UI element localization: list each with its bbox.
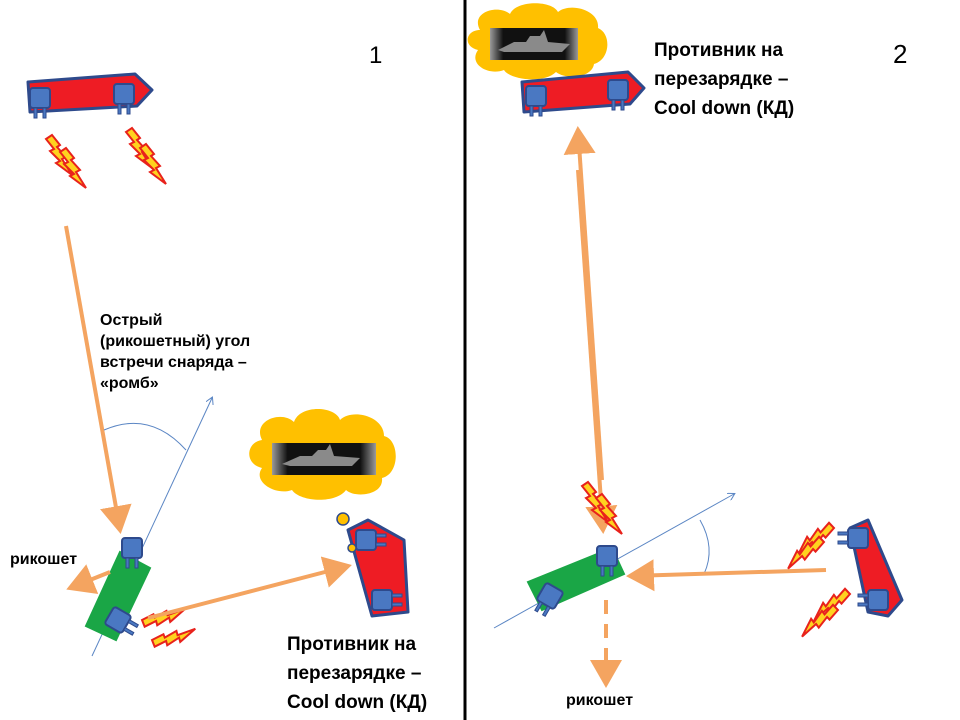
enemy-shot-arrow: [626, 559, 827, 592]
enemy-ship-top: [26, 72, 154, 119]
enemy-reload-label-2: Противник на перезарядке – Cool down (КД…: [654, 40, 795, 119]
player-ship: [84, 537, 152, 642]
thought-dot-small: [336, 512, 350, 526]
shell-exchange-arrow-down: [576, 169, 618, 534]
angle-arc-2: [699, 519, 710, 575]
ricochet-label-2: рикошет: [566, 692, 634, 709]
muzzle-flash-right: [125, 127, 167, 185]
ricochet-arrow: [66, 564, 111, 594]
ricochet-label: рикошет: [10, 551, 78, 568]
panel-1-number: 1: [369, 42, 382, 69]
enemy-ship-right: [837, 518, 904, 618]
player-ship-2: [526, 545, 626, 620]
enemy-ship-reloading: [346, 518, 410, 618]
thought-cloud-2: [467, 3, 608, 80]
angle-arc: [103, 422, 187, 451]
shell-trajectory: [64, 225, 132, 534]
thought-dot: [347, 543, 357, 553]
shell-exchange-arrow-up: [563, 126, 604, 481]
angle-label: Острый (рикошетный) угол встречи снаряда…: [100, 312, 251, 392]
enemy-ship-top-2: [520, 70, 646, 117]
thought-cloud: [249, 409, 396, 500]
enemy-reload-label: Противник на перезарядке – Cool down (КД…: [287, 634, 428, 713]
enemy-muzzle-flash-2: [782, 521, 855, 638]
panel-2: 2: [467, 3, 907, 688]
panel-1: 1: [26, 42, 410, 657]
player-shot-arrow: [147, 556, 352, 620]
muzzle-flash-left: [45, 134, 87, 189]
panel-2-number: 2: [893, 39, 907, 69]
